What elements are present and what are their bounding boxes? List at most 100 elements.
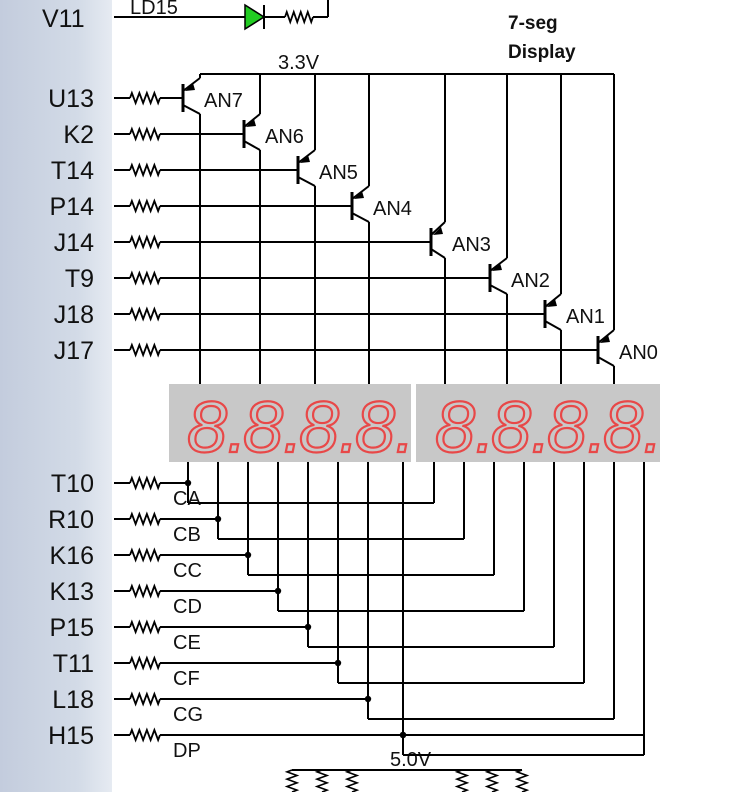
transistor-collector [489,284,508,295]
transistor-emitter [243,113,261,128]
cathode-pin-label: R10 [48,506,94,534]
cathode-pin-label: H15 [48,722,94,750]
anode-signal-label: AN5 [319,162,358,184]
anode-pin-label: J14 [54,229,94,257]
anode-resistor [129,342,161,358]
cathode-signal-label: CG [173,704,203,726]
anode-resistor [129,234,161,250]
cathode-resistor [129,475,161,491]
dp-junction [399,731,407,739]
display-title: 7-seg [508,13,558,34]
anode-signal-label: AN1 [566,306,605,328]
cathode-pin-label: K16 [50,542,94,570]
transistor-collector [297,176,316,187]
transistor-arrow-icon [246,119,256,127]
display-panel-right [416,384,660,462]
display-subtitle: Display [508,42,576,63]
cathode-signal-label: CC [173,560,202,582]
pullup-resistor [344,769,360,792]
anode-resistor [129,198,161,214]
segment-digit: 8. [547,388,607,468]
anode-signal-label: AN6 [265,126,304,148]
cathode-resistor [129,727,161,743]
cathode-signal-label: CF [173,668,200,690]
anode-resistor [129,126,161,142]
transistor-collector [243,140,261,151]
display-panel-left [169,384,411,462]
transistor-arrow-icon [600,335,610,343]
anode-resistor [129,306,161,322]
led-circuit [114,0,329,31]
transistor-arrow-icon [492,263,502,271]
transistor-collector [351,212,370,223]
cathode-signal-label: CE [173,632,201,654]
cathode-resistor [129,619,161,635]
pullup-resistor [314,769,330,792]
cathode-resistor [129,547,161,563]
anode-resistor [129,270,161,286]
cathode-pin-label: K13 [50,578,94,606]
transistor-arrow-icon [547,299,557,307]
transistor-emitter [430,221,446,236]
anode-signal-label: AN7 [204,90,243,112]
segment-digit: 8. [355,388,415,468]
seven-segment-display: 8.8.8.8.8.8.8.8. [169,384,664,469]
segment-digit: 8. [435,388,495,468]
led-resistor [284,9,314,25]
segment-digit: 8. [187,388,247,468]
pullup-resistor [484,769,500,792]
anode-signal-label: AN4 [373,198,412,220]
segment-digit: 8. [603,388,663,468]
anode-signal-label: AN3 [452,234,491,256]
segment-digit: 8. [491,388,551,468]
transistor-arrow-icon [300,155,310,163]
cathode-resistor [129,655,161,671]
anode-pin-label: U13 [48,85,94,113]
cathode-resistor [129,511,161,527]
anode-pin-label: T14 [51,157,94,185]
segment-digit: 8. [243,388,303,468]
cathode-signal-label: CD [173,596,202,618]
transistor-collector [544,320,562,331]
transistor-collector [597,356,615,367]
pullup-resistor [514,769,530,792]
transistor-emitter [597,329,615,344]
transistor-collector [182,104,201,115]
supply-5v0-label: 5.0V [390,749,432,771]
pullup-resistor [284,769,300,792]
supply-3v3-label: 3.3V [278,52,320,74]
anode-resistor [129,90,161,106]
transistor-collector [430,248,446,259]
led-label: LD15 [130,0,178,19]
transistor-arrow-icon [354,191,364,199]
anode-pin-label: J18 [54,301,94,329]
anode-signal-label: AN2 [511,270,550,292]
cathode-resistor [129,691,161,707]
transistor-arrow-icon [433,227,443,235]
anode-signal-label: AN0 [619,342,658,364]
cathode-signal-label: CB [173,524,201,546]
cathode-pin-label: L18 [52,686,94,714]
anode-pin-label: T9 [65,265,94,293]
transistor-arrow-icon [185,83,195,91]
anode-pin-label: K2 [63,121,94,149]
cathode-pin-label: T10 [51,470,94,498]
cathode-pin-label: T11 [53,650,94,678]
supply-rail-bottom [284,769,530,792]
cathode-signal-label: DP [173,740,201,762]
anode-pin-label: P14 [50,193,95,221]
segment-digit: 8. [299,388,359,468]
transistor-emitter [544,293,562,308]
led-pin-label: V11 [42,5,85,33]
cathode-resistor [129,583,161,599]
fpga-pin-bar [0,0,112,792]
led-diode-icon [244,3,266,31]
cathode-pin-label: P15 [50,614,94,642]
pullup-resistor [454,769,470,792]
anode-pin-label: J17 [54,337,94,365]
anode-resistor [129,162,161,178]
